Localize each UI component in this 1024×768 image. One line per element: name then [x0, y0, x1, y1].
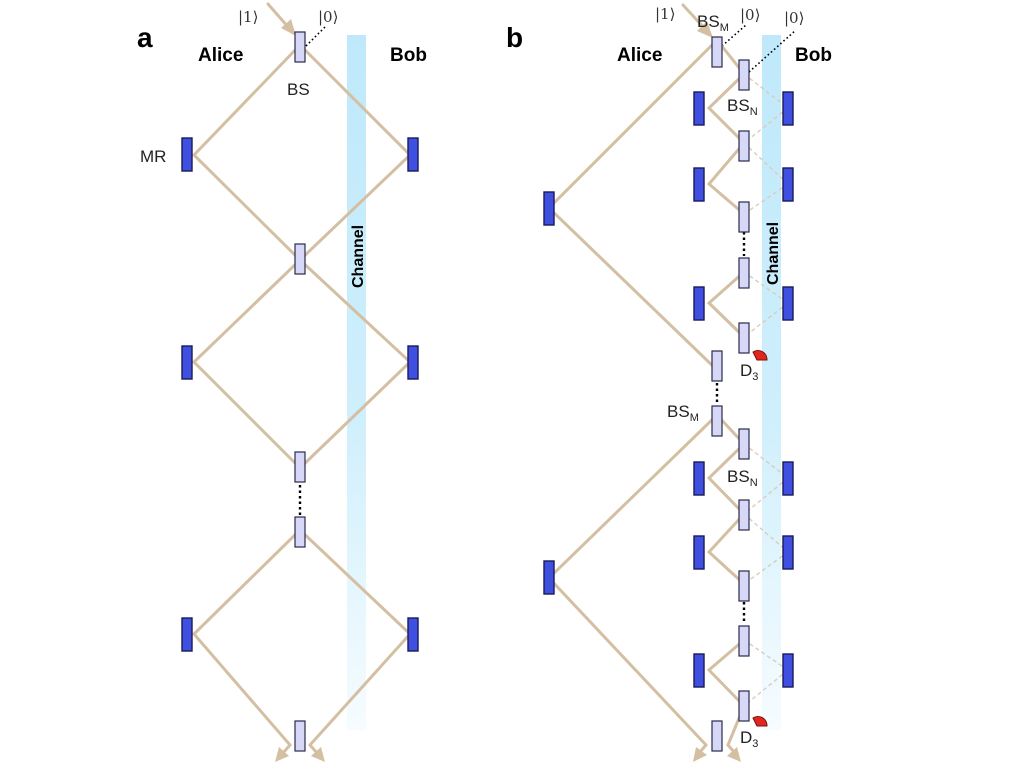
panel-b-bob-mirror-6 — [782, 653, 794, 688]
panel-a-channel-label: Channel — [350, 225, 367, 288]
panel-a-alice-label: Alice — [198, 45, 243, 66]
panel-b-bs-n-5 — [738, 322, 750, 354]
panel-b-inner-mirror-left-4 — [693, 461, 705, 496]
panel-b-channel — [762, 35, 781, 730]
panel-b-out-arrowhead-left — [693, 747, 707, 762]
panel-b-bob-beam-2f — [743, 669, 789, 707]
panel-a-channel — [347, 35, 366, 730]
panel-b-bs-m-4 — [711, 720, 723, 752]
panel-b-bob-beam-2d — [743, 551, 789, 585]
panel-b-bs-n-9 — [738, 625, 750, 657]
panel-a-beam-left-2 — [191, 258, 302, 470]
panel-b-detector-1 — [752, 349, 768, 361]
panel-b-bob-beam-1d — [743, 183, 789, 215]
panel-b-bob-mirror-5 — [782, 535, 794, 570]
panel-b-bob-beam-1e — [743, 271, 789, 304]
panel-b-outer-mirror-2 — [543, 560, 555, 595]
panel-a-beam-splitter-1 — [294, 31, 306, 63]
panel-b-bob-mirror-4 — [782, 461, 794, 496]
panel-a-mirror-left-1 — [181, 137, 193, 172]
panel-a-bob-label: Bob — [390, 45, 427, 66]
panel-b-bob-beam-1b — [743, 107, 789, 144]
panel-b-bob-mirror-3 — [782, 286, 794, 321]
panel-b-bob-mirror-2 — [782, 167, 794, 202]
panel-b: b Alice Bob Channel |1⟩ |0⟩ |0⟩ — [506, 3, 832, 762]
panel-b-bob-beam-1c — [743, 142, 789, 185]
panel-a-beam-splitter-4 — [294, 516, 306, 548]
panel-b-input-ket: |1⟩ — [655, 5, 675, 23]
panel-b-inner-mirror-left-2 — [693, 167, 705, 202]
panel-b-inner-beam-2b — [706, 638, 746, 747]
panel-a: a Alice Bob Channel |1⟩ |0⟩ — [137, 2, 427, 762]
panel-b-bs-n-2 — [738, 130, 750, 162]
panel-a-vacuum-dotline — [305, 25, 327, 47]
panel-b-bob-beam-2c — [743, 513, 789, 553]
panel-b-inner-beam-1b — [706, 270, 746, 339]
panel-a-mr-label: MR — [140, 147, 166, 166]
panel-b-label: b — [506, 22, 523, 53]
panel-b-bob-label: Bob — [795, 45, 832, 66]
panel-a-beam-splitter-2 — [294, 243, 306, 275]
panel-a-label: a — [137, 22, 153, 53]
panel-b-bs-m-label-top: BSM — [697, 12, 729, 34]
panel-b-bob-beam-1a — [743, 73, 789, 109]
panel-b-inner-mirror-left-3 — [693, 286, 705, 321]
panel-b-inner-mirror-left-1 — [693, 91, 705, 126]
panel-b-vacuum-dotline-m — [721, 24, 747, 47]
panel-a-mirror-left-3 — [181, 617, 193, 652]
panel-b-out-arrowhead-right — [727, 747, 741, 762]
panel-a-mirror-right-2 — [407, 345, 419, 380]
panel-b-bs-n-7 — [738, 499, 750, 531]
panel-b-detector-label-1: D3 — [740, 361, 758, 383]
panel-b-bs-n-8 — [738, 570, 750, 602]
panel-b-detector-2 — [752, 715, 768, 727]
panel-b-input-arrowhead — [697, 21, 713, 38]
panel-b-bs-m-2 — [711, 350, 723, 382]
panel-b-bob-beam-2e — [743, 639, 789, 671]
panel-a-beam-splitter-5 — [294, 720, 306, 752]
panel-b-detector-label-2: D3 — [740, 728, 758, 750]
panel-b-outer-loop-2 — [546, 413, 719, 747]
panel-a-out-arrowhead-left — [275, 747, 289, 762]
panel-b-bs-n-6 — [738, 428, 750, 460]
panel-a-input-arrowhead — [281, 19, 296, 36]
panel-b-outer-mirror-1 — [543, 191, 555, 226]
panel-a-bs-label: BS — [287, 80, 310, 99]
panel-a-beam-left-3 — [191, 528, 302, 747]
panel-b-bs-m-1 — [711, 36, 723, 68]
panel-b-vacuum-ket-m: |0⟩ — [740, 6, 760, 24]
panel-b-channel-label: Channel — [765, 222, 782, 285]
panel-b-outer-loop-1 — [546, 38, 719, 372]
panel-b-bs-n-3 — [738, 201, 750, 233]
panel-b-bob-beam-2b — [743, 477, 789, 515]
panel-b-bs-n-10 — [738, 690, 750, 722]
panel-b-bs-n-label-mid: BSN — [727, 467, 758, 489]
panel-a-mirror-right-1 — [407, 137, 419, 172]
panel-b-vacuum-ket-n: |0⟩ — [784, 9, 804, 27]
panel-a-mirror-right-3 — [407, 617, 419, 652]
panel-a-beam-splitter-3 — [294, 451, 306, 483]
panel-b-bob-beam-1f — [743, 302, 789, 338]
panel-b-bs-n-4 — [738, 257, 750, 289]
panel-b-bob-beam-2a — [743, 443, 789, 479]
panel-a-mirror-left-2 — [181, 345, 193, 380]
panel-b-inner-mirror-left-5 — [693, 535, 705, 570]
panel-b-bs-n-1 — [738, 59, 750, 91]
panel-b-bs-m-3 — [711, 405, 723, 437]
panel-b-bs-m-label-mid: BSM — [667, 402, 699, 424]
panel-a-out-arrowhead-right — [311, 747, 325, 762]
panel-b-alice-label: Alice — [617, 45, 662, 66]
panel-b-bs-n-label-top: BSN — [727, 96, 758, 118]
panel-a-input-ket: |1⟩ — [238, 8, 258, 26]
panel-a-beam-left-1 — [191, 43, 302, 262]
panel-b-inner-mirror-left-6 — [693, 653, 705, 688]
panel-a-vacuum-ket: |0⟩ — [318, 8, 338, 26]
panel-b-bob-mirror-1 — [782, 91, 794, 126]
